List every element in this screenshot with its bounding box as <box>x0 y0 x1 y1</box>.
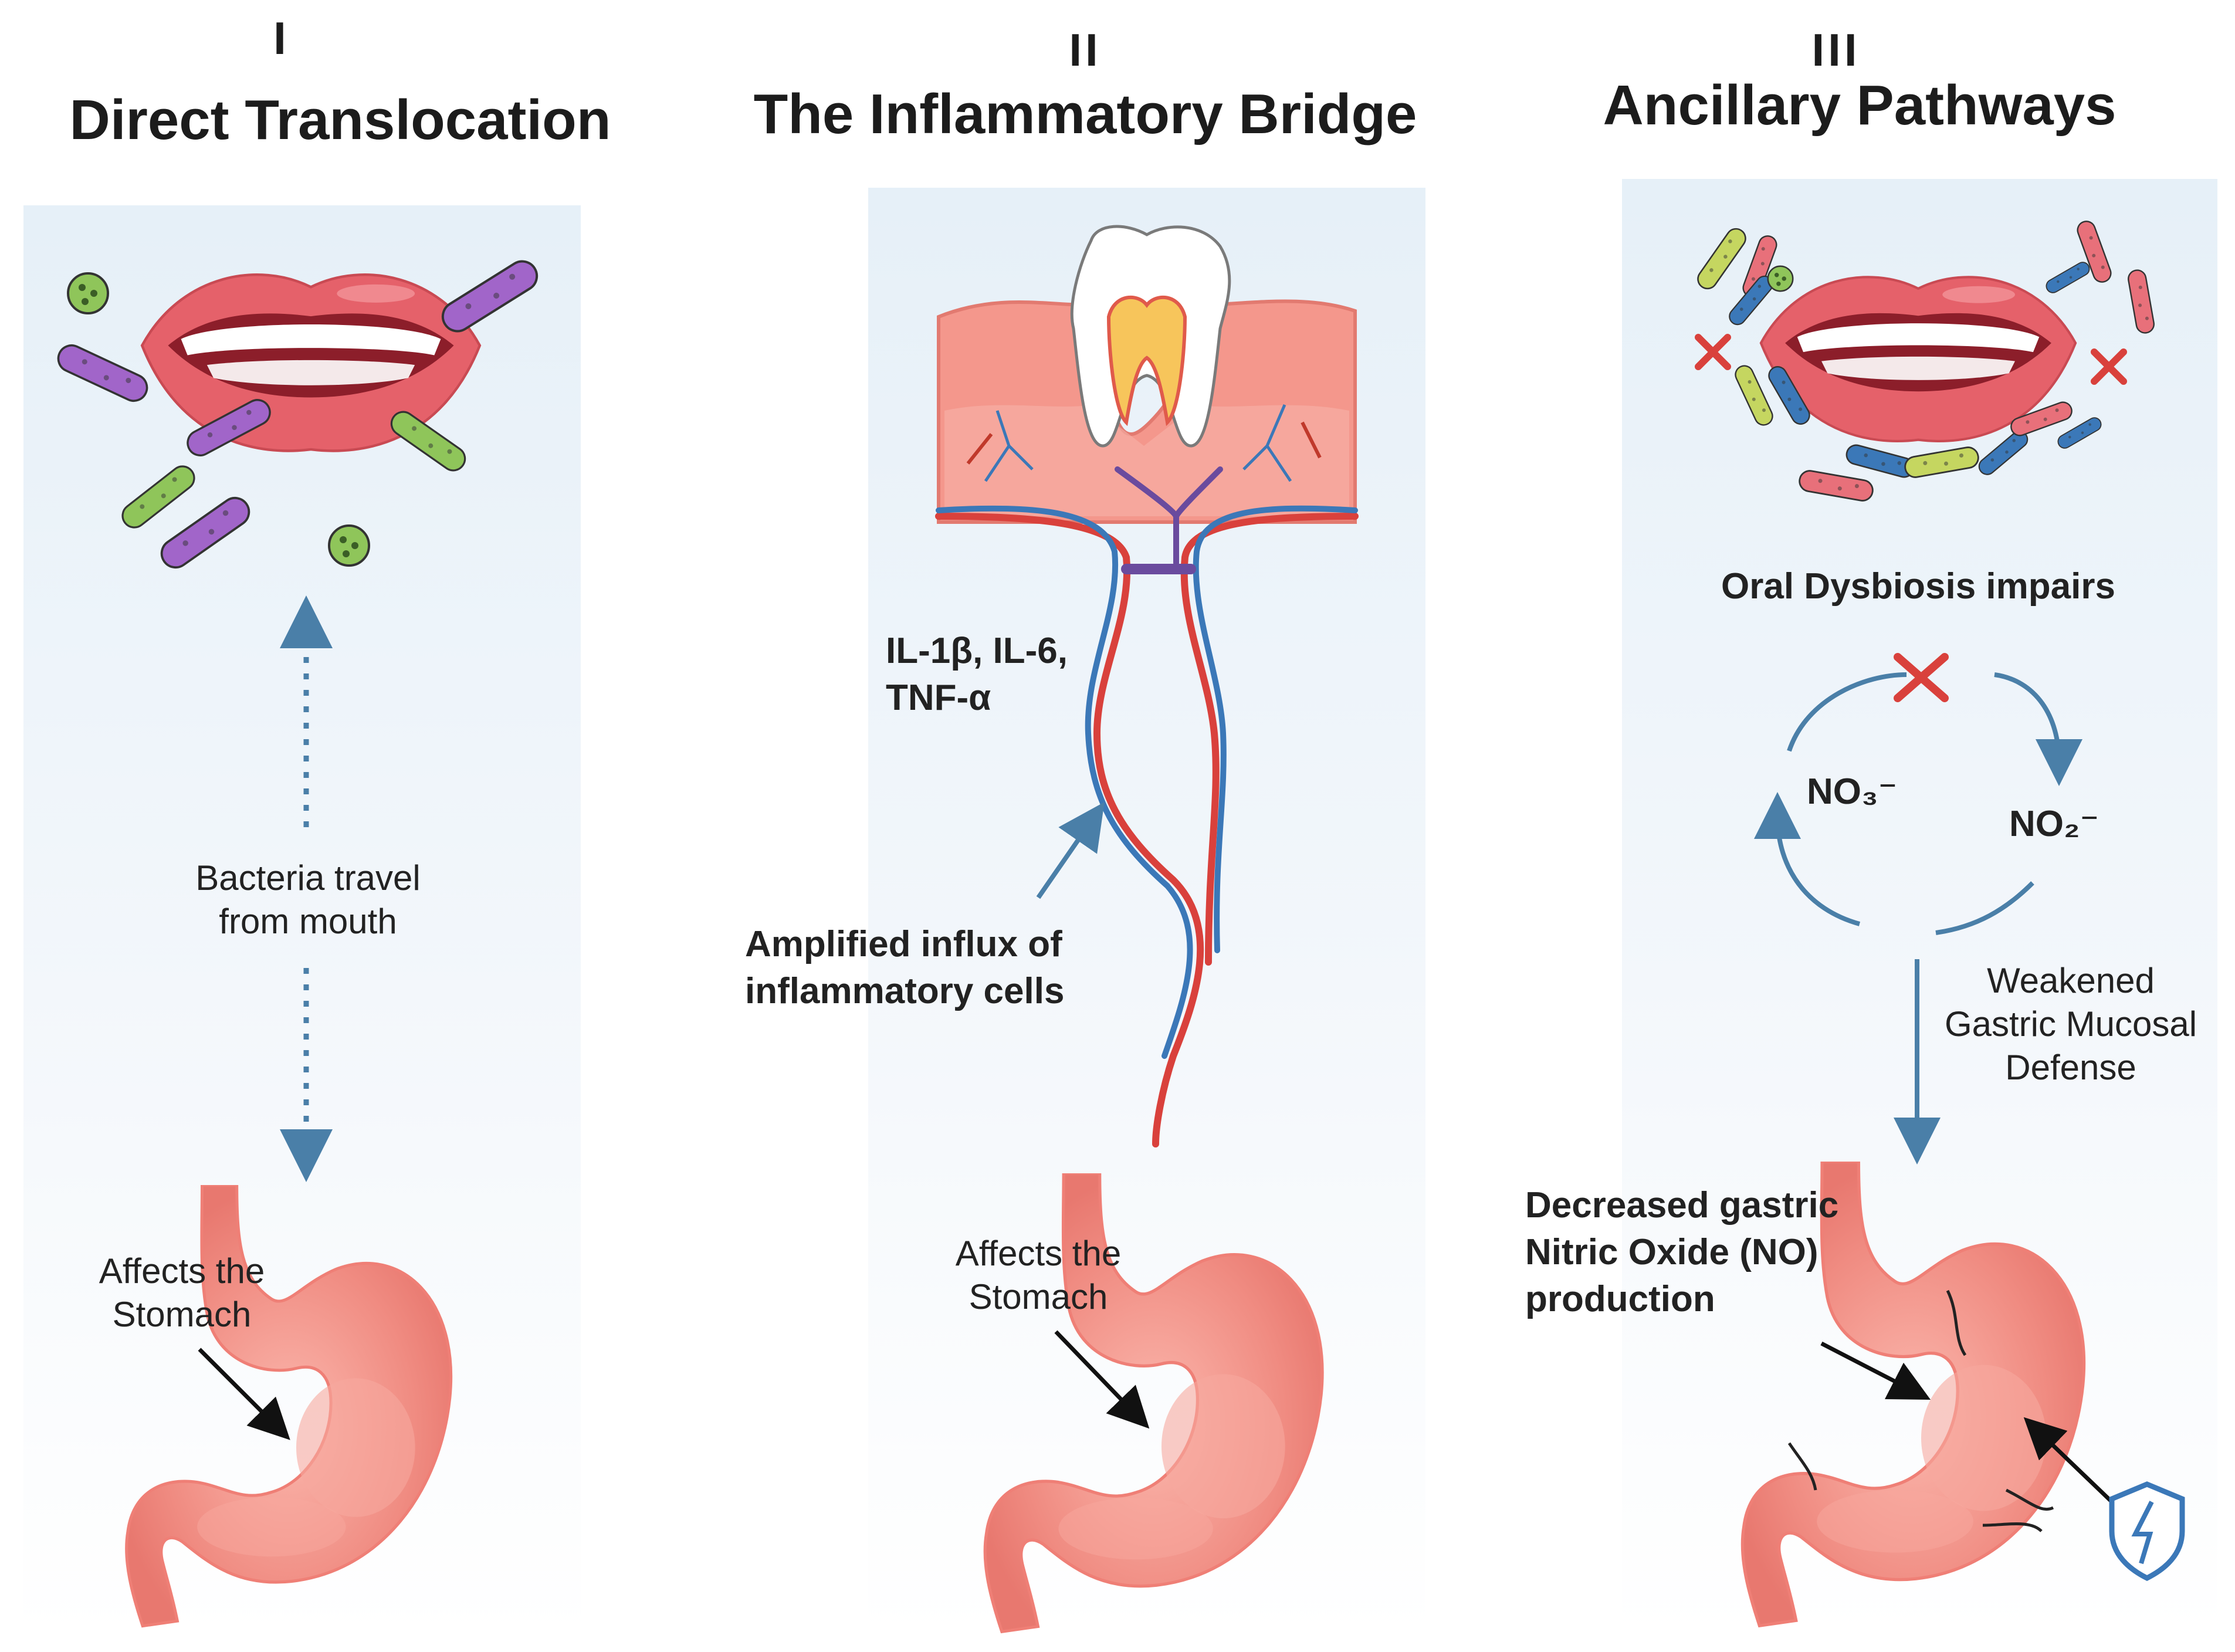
panel-3-title: Ancillary Pathways <box>1603 74 2117 137</box>
panel-2-influx-arrow <box>1036 802 1105 899</box>
panel-1-affects-label: Affects the Stomach <box>99 1251 265 1334</box>
panel-2-tooth-icon <box>1070 225 1231 448</box>
panel-2-pointer-arrow <box>1054 1330 1150 1429</box>
panel-2-title: The Inflammatory Bridge <box>753 83 1417 145</box>
panel-2-affects-label: Affects the Stomach <box>955 1234 1122 1316</box>
panel-3-shield-icon <box>2109 1481 2185 1582</box>
panel-2-blood-vessel-icon <box>935 466 1359 1147</box>
panel-1-title: Direct Translocation <box>69 89 611 151</box>
panel-1-mouth-icon <box>142 275 480 451</box>
panel-3-numeral: III <box>1811 24 1861 76</box>
panel-3-weakened-label: Weakened Gastric Mucosal Defense <box>1944 961 2197 1087</box>
panel-3-pointer-arrow-1 <box>1820 1341 1931 1400</box>
panel-3-cross-icon <box>1695 334 2127 385</box>
panel-3-pointer-arrow-2 <box>2023 1417 2114 1504</box>
panel-3-decreased-label: Decreased gastric Nitric Oxide (NO) prod… <box>1525 1185 1839 1319</box>
panel-3-nitrite-label: NO₂⁻ <box>2009 804 2099 844</box>
panel-3-nitrate-label: NO₃⁻ <box>1807 771 1898 812</box>
panel-2-influx-label: Amplified influx of inflammatory cells <box>745 924 1065 1011</box>
panel-3-stomach-icon <box>1742 1162 2084 1626</box>
panel-1-numeral: I <box>273 12 290 64</box>
panel-3-nitrate-cycle <box>1754 672 2082 935</box>
panel-1-pointer-arrow <box>198 1348 290 1440</box>
panel-2-gum-tissue <box>937 299 1357 524</box>
panel-3-dysbiosis-label: Oral Dysbiosis impairs <box>1721 566 2115 607</box>
panel-1-travel-label: Bacteria travel from mouth <box>195 858 421 941</box>
panel-3-cycle-cross-icon <box>1894 653 1949 702</box>
panel-2-numeral: II <box>1069 24 1102 76</box>
panel-2-cytokines-label: IL-1β, IL-6, TNF-α <box>886 631 1068 718</box>
